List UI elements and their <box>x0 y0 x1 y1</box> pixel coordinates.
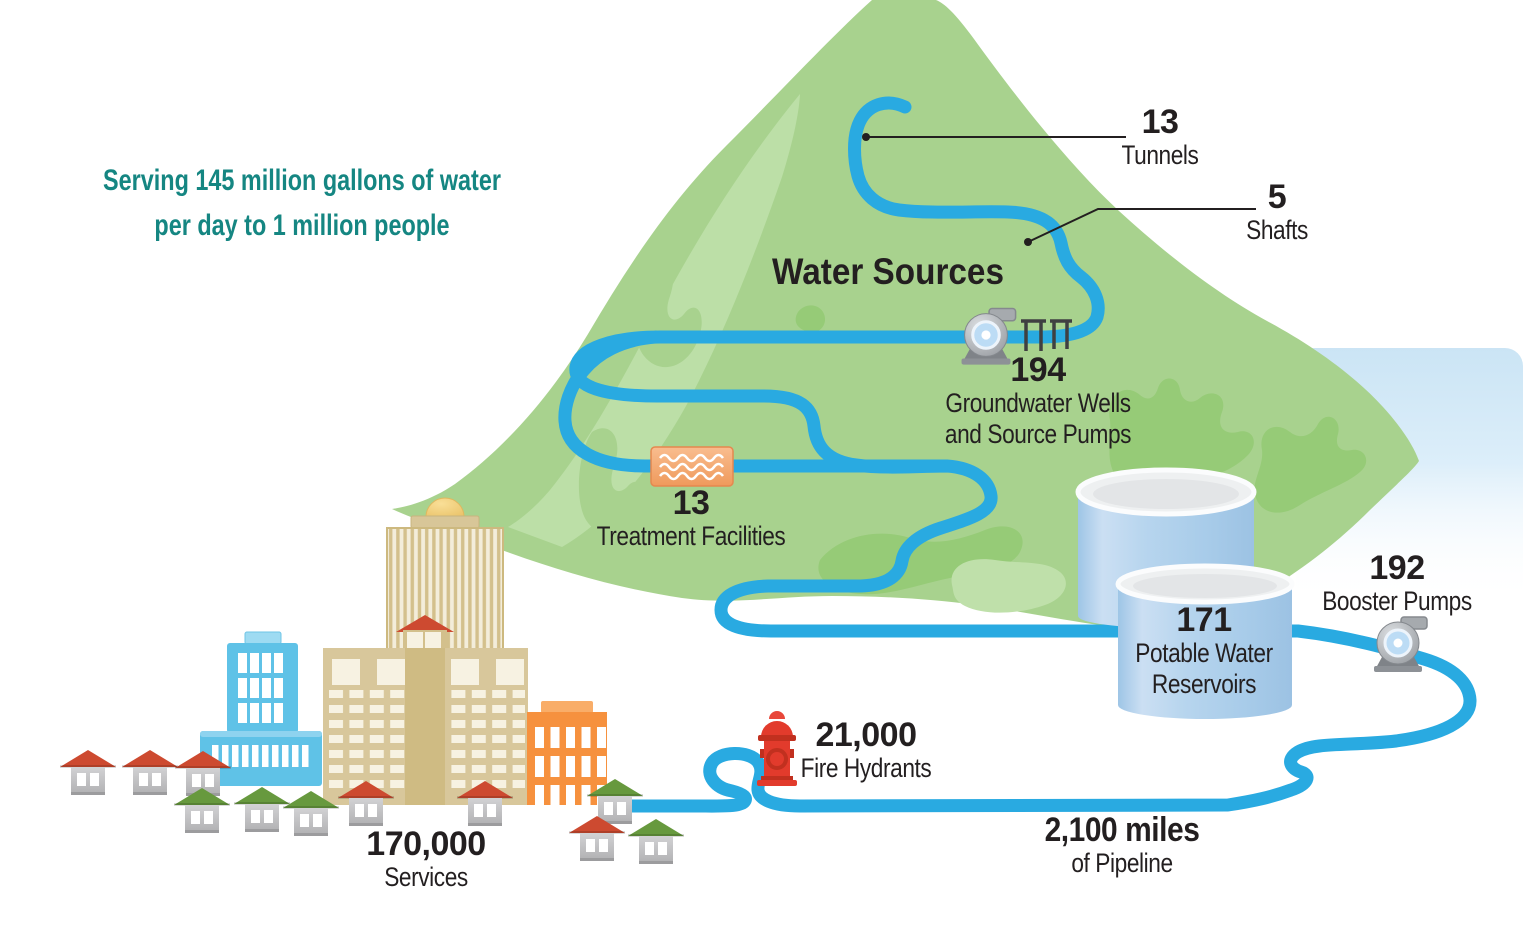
title-line1: Serving 145 million gallons of water <box>103 164 501 197</box>
shafts-leader-line <box>1027 208 1256 243</box>
red-roof <box>396 615 454 632</box>
house-green <box>174 788 230 833</box>
section-heading: Water Sources <box>772 251 1004 292</box>
stat-groundwater-wells: 194 Groundwater Wells and Source Pumps <box>927 352 1149 450</box>
pipeline-count: 2,100 miles <box>1044 811 1200 849</box>
mountain <box>392 0 1419 627</box>
house-green <box>628 819 684 864</box>
treatment-facility-icon <box>650 446 734 487</box>
fire-hydrant-icon <box>757 711 797 786</box>
page-title: Serving 145 million gallons of water per… <box>47 158 557 248</box>
tunnels-label: Tunnels <box>1121 140 1199 170</box>
dome <box>425 497 465 518</box>
blue-tower <box>227 631 298 733</box>
shafts-leader-dot <box>1024 238 1032 246</box>
booster-count: 192 <box>1369 549 1425 587</box>
tunnels-count: 13 <box>1141 103 1179 141</box>
stat-services: 170,000 Services <box>366 825 486 892</box>
mountain-shadow <box>818 526 1023 595</box>
center-column <box>405 648 445 805</box>
stat-pipeline-miles: 2,100 miles of Pipeline <box>1044 811 1200 878</box>
pipeline-path <box>558 96 1477 813</box>
reservoirs-count: 171 <box>1176 601 1232 639</box>
tunnels-leader-dot <box>862 133 870 141</box>
reservoir-front <box>1115 563 1295 719</box>
blue-building-low <box>200 731 322 786</box>
house-red <box>60 750 116 795</box>
stat-tunnels: 13 Tunnels <box>1114 104 1206 171</box>
reservoir-tanks-icon <box>1075 467 1295 719</box>
wave-lines <box>658 453 725 481</box>
stat-treatment-facilities: 13 Treatment Facilities <box>579 485 804 552</box>
house-green <box>234 787 290 832</box>
orange-building <box>527 701 608 805</box>
hydrants-count: 21,000 <box>815 716 917 754</box>
groundwater-well-icon <box>1021 319 1072 351</box>
leader-lines <box>866 136 1256 243</box>
services-count: 170,000 <box>366 825 486 863</box>
stat-fire-hydrants: 21,000 Fire Hydrants <box>788 717 944 784</box>
tan-building-front <box>323 615 528 805</box>
stat-booster-pumps: 192 Booster Pumps <box>1308 550 1486 617</box>
shafts-count: 5 <box>1267 178 1287 216</box>
shafts-label: Shafts <box>1246 215 1308 245</box>
house-red <box>122 750 178 795</box>
stat-potable-reservoirs: 171 Potable Water Reservoirs <box>1122 602 1286 700</box>
treatment-count: 13 <box>672 484 710 522</box>
groundwater-count: 194 <box>1010 351 1066 389</box>
title-line2: per day to 1 million people <box>154 209 450 242</box>
stat-shafts: 5 Shafts <box>1240 179 1314 246</box>
city-buildings <box>60 497 684 864</box>
